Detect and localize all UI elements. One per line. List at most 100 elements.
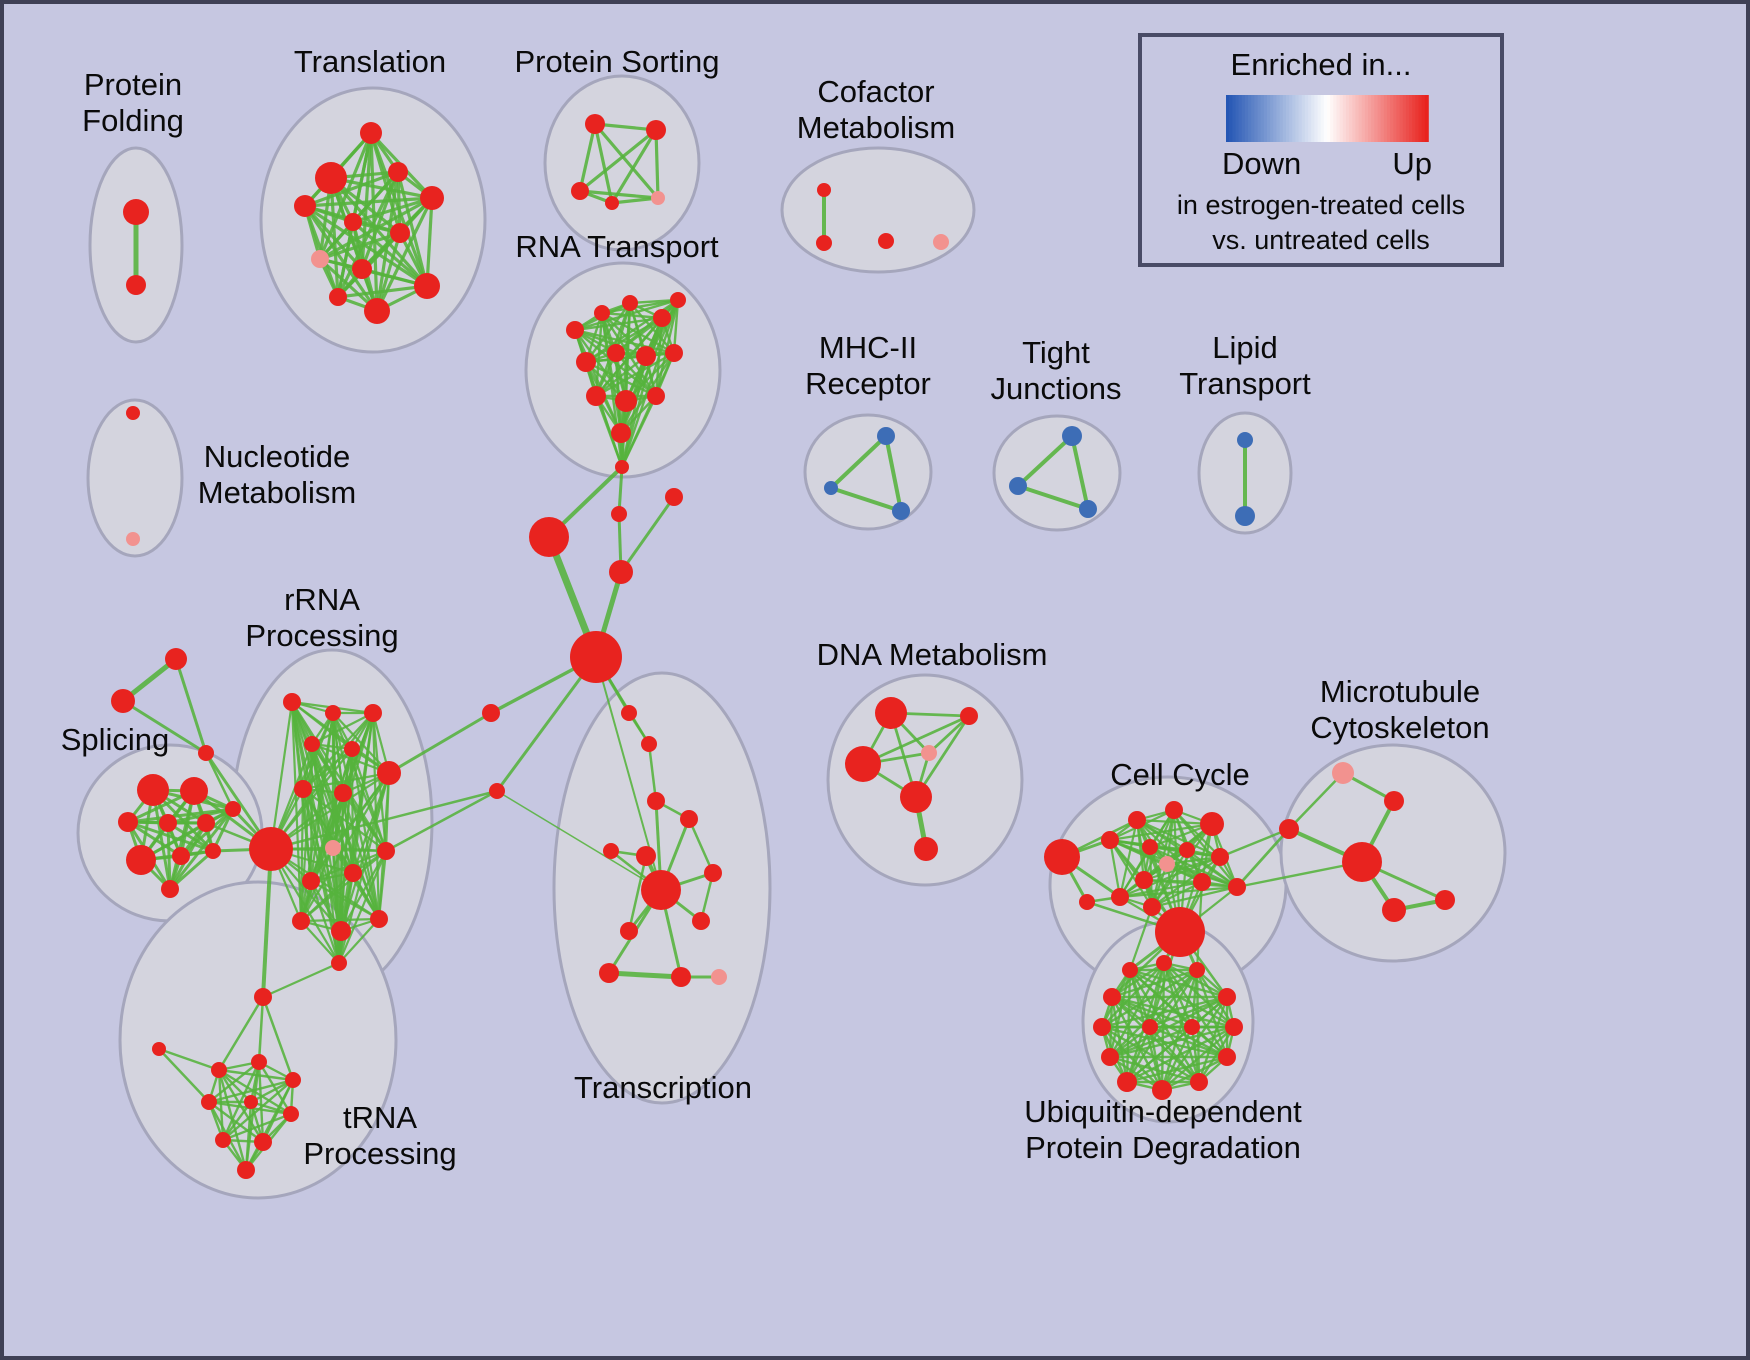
legend-gradient-slice — [1289, 95, 1294, 142]
graph-edge — [578, 123, 597, 192]
graph-edge — [204, 752, 235, 810]
graph-node — [1218, 988, 1236, 1006]
graph-edge — [300, 917, 380, 923]
graph-edge — [217, 996, 265, 1071]
graph-edge — [914, 715, 971, 798]
graph-edge — [375, 232, 402, 312]
graph-edge — [1111, 968, 1198, 999]
graph-node — [244, 1095, 258, 1109]
cluster-label-nucleotide-metabolism: Metabolism — [198, 475, 357, 510]
legend-gradient-slice — [1424, 95, 1429, 142]
graph-edge — [620, 395, 658, 468]
legend-gradient-slice — [1304, 95, 1309, 142]
graph-edge — [1195, 969, 1229, 1058]
graph-node — [641, 736, 657, 752]
cluster-label-protein-folding: Protein — [84, 67, 182, 102]
cluster-label-ubiquitin-protein-degradation: Protein Degradation — [1025, 1130, 1301, 1165]
graph-edge — [1111, 961, 1165, 999]
graph-node — [641, 870, 681, 910]
cluster-ellipse-cofactor-metabolism — [780, 146, 976, 274]
graph-edge — [208, 1061, 260, 1103]
graph-edge — [1151, 885, 1238, 909]
legend-gradient-slice — [1399, 95, 1404, 142]
cluster-label-dna-metabolism: DNA Metabolism — [817, 637, 1048, 672]
graph-edge — [647, 743, 658, 802]
cluster-ellipse-protein-sorting — [543, 74, 701, 252]
graph-edge — [595, 351, 675, 398]
graph-edge — [1109, 1025, 1235, 1059]
legend-caption-line1: in estrogen-treated cells — [1177, 190, 1465, 220]
graph-edge — [1149, 1026, 1200, 1083]
graph-edge — [350, 748, 355, 874]
graph-edge — [1160, 969, 1199, 1091]
graph-node — [237, 1161, 255, 1179]
graph-node — [302, 872, 320, 890]
legend-gradient-slice — [1402, 95, 1407, 142]
graph-node — [622, 295, 638, 311]
graph-node — [388, 162, 408, 182]
graph-edge — [270, 772, 390, 850]
graph-node — [824, 481, 838, 495]
graph-node — [845, 746, 881, 782]
legend-gradient-slice — [1282, 95, 1287, 142]
graph-node — [364, 704, 382, 722]
graph-node — [152, 1042, 166, 1056]
graph-node — [671, 967, 691, 987]
graph-node — [585, 114, 605, 134]
graph-node — [1332, 762, 1354, 784]
graph-edge — [595, 355, 647, 397]
graph-edge — [270, 789, 498, 851]
graph-edge — [337, 872, 355, 964]
graph-node — [283, 1106, 299, 1122]
graph-node — [900, 781, 932, 813]
graph-node — [1235, 506, 1255, 526]
graph-node — [1079, 894, 1095, 910]
legend: Enriched in... Down Up in estrogen-treat… — [1138, 33, 1504, 267]
graph-node — [377, 761, 401, 785]
graph-edge — [222, 1112, 292, 1142]
graph-node — [933, 234, 949, 250]
graph-edge — [830, 486, 902, 513]
graph-node — [315, 162, 347, 194]
graph-edge — [1119, 846, 1151, 898]
legend-gradient-slice — [1364, 95, 1369, 142]
graph-node — [611, 423, 631, 443]
cluster-label-cofactor-metabolism: Cofactor — [817, 74, 934, 109]
graph-edge — [1111, 995, 1235, 1029]
graph-edge — [302, 748, 353, 790]
graph-edge — [1126, 1026, 1193, 1083]
legend-gradient-slice — [1276, 95, 1281, 142]
cluster-label-cofactor-metabolism: Metabolism — [797, 110, 956, 145]
graph-node — [665, 488, 683, 506]
graph-edge — [122, 699, 207, 755]
graph-edge — [179, 807, 235, 858]
graph-node — [1101, 1048, 1119, 1066]
graph-edge — [425, 197, 434, 287]
cluster-ellipse-microtubule-cytoskeleton — [1279, 743, 1507, 963]
graph-node — [566, 321, 584, 339]
graph-edge — [302, 712, 374, 790]
graph-node — [1111, 888, 1129, 906]
graph-edge — [377, 850, 388, 920]
graph-node — [1279, 819, 1299, 839]
legend-gradient-slice — [1418, 95, 1423, 142]
legend-gradient-slice — [1285, 95, 1290, 142]
cluster-label-protein-sorting: Protein Sorting — [514, 44, 719, 79]
graph-node — [646, 120, 666, 140]
graph-node — [1117, 1072, 1137, 1092]
graph-node — [1128, 811, 1146, 829]
graph-node — [159, 814, 177, 832]
graph-node — [118, 812, 138, 832]
graph-node — [704, 864, 722, 882]
graph-edge — [331, 847, 341, 964]
graph-node — [636, 346, 656, 366]
graph-node — [611, 506, 627, 522]
graph-node — [414, 273, 440, 299]
graph-node — [1135, 871, 1153, 889]
graph-node — [1225, 1018, 1243, 1036]
graph-node — [1342, 842, 1382, 882]
legend-gradient-slice — [1405, 95, 1410, 142]
graph-node — [1189, 962, 1205, 978]
